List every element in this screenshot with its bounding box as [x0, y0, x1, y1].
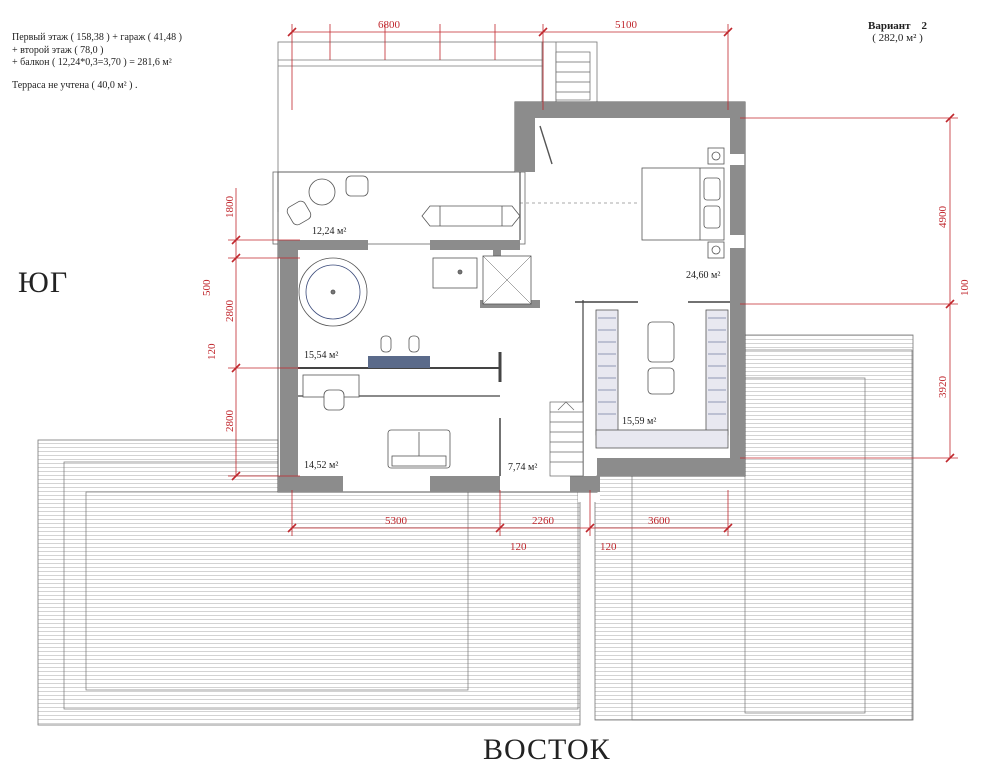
dim-left-2800b: 2800 [224, 410, 236, 433]
variant-label: Вариант [868, 20, 911, 32]
area-wardrobe: 15,59 м² [622, 416, 656, 427]
dimension-ticks [231, 27, 955, 533]
dim-left-500: 500 [201, 279, 213, 296]
dim-bottom-3600: 3600 [648, 515, 671, 527]
variant-number: 2 [921, 20, 928, 32]
variant-block: Вариант 2 ( 282,0 м² ) [868, 20, 927, 44]
dim-bottom-5300: 5300 [385, 515, 408, 527]
direction-south: ЮГ [18, 266, 69, 299]
area-bedroom: 24,60 м² [686, 270, 720, 281]
dim-left-120: 120 [206, 343, 218, 360]
area-balcony: 12,24 м² [312, 226, 346, 237]
area-notes: Первый этаж ( 158,38 ) + гараж ( 41,48 )… [12, 32, 182, 92]
vanity-counter [368, 356, 430, 368]
walls [278, 102, 745, 492]
area-bath: 15,54 м² [304, 350, 338, 361]
dim-bottom-120b: 120 [600, 541, 617, 553]
dim-bottom-120a: 120 [510, 541, 527, 553]
area-hall: 7,74 м² [508, 462, 537, 473]
dim-right-100: 100 [959, 279, 971, 296]
variant-total: ( 282,0 м² ) [872, 32, 923, 44]
note-line-1: Первый этаж ( 158,38 ) + гараж ( 41,48 ) [12, 32, 182, 43]
area-study: 14,52 м² [304, 460, 338, 471]
dim-right-3920: 3920 [937, 376, 949, 399]
dim-left-1800: 1800 [224, 196, 236, 219]
dim-bottom-2260: 2260 [532, 515, 555, 527]
furniture [286, 125, 729, 469]
note-line-3: + балкон ( 12,24*0,3=3,70 ) = 281,6 м² [12, 57, 172, 68]
terrace-east [594, 334, 914, 721]
dim-left-2800a: 2800 [224, 300, 236, 323]
dimension-lines [228, 24, 958, 536]
direction-east: ВОСТОК [483, 733, 611, 766]
dim-top-right: 5100 [615, 19, 638, 31]
note-line-4: Терраса не учтена ( 40,0 м² ) . [12, 79, 138, 91]
note-line-2: + второй этаж ( 78,0 ) [12, 44, 104, 56]
wardrobe-hangers [598, 317, 726, 415]
stairs [549, 51, 591, 477]
dim-right-4900: 4900 [937, 206, 949, 229]
dim-top-left: 6800 [378, 19, 401, 31]
